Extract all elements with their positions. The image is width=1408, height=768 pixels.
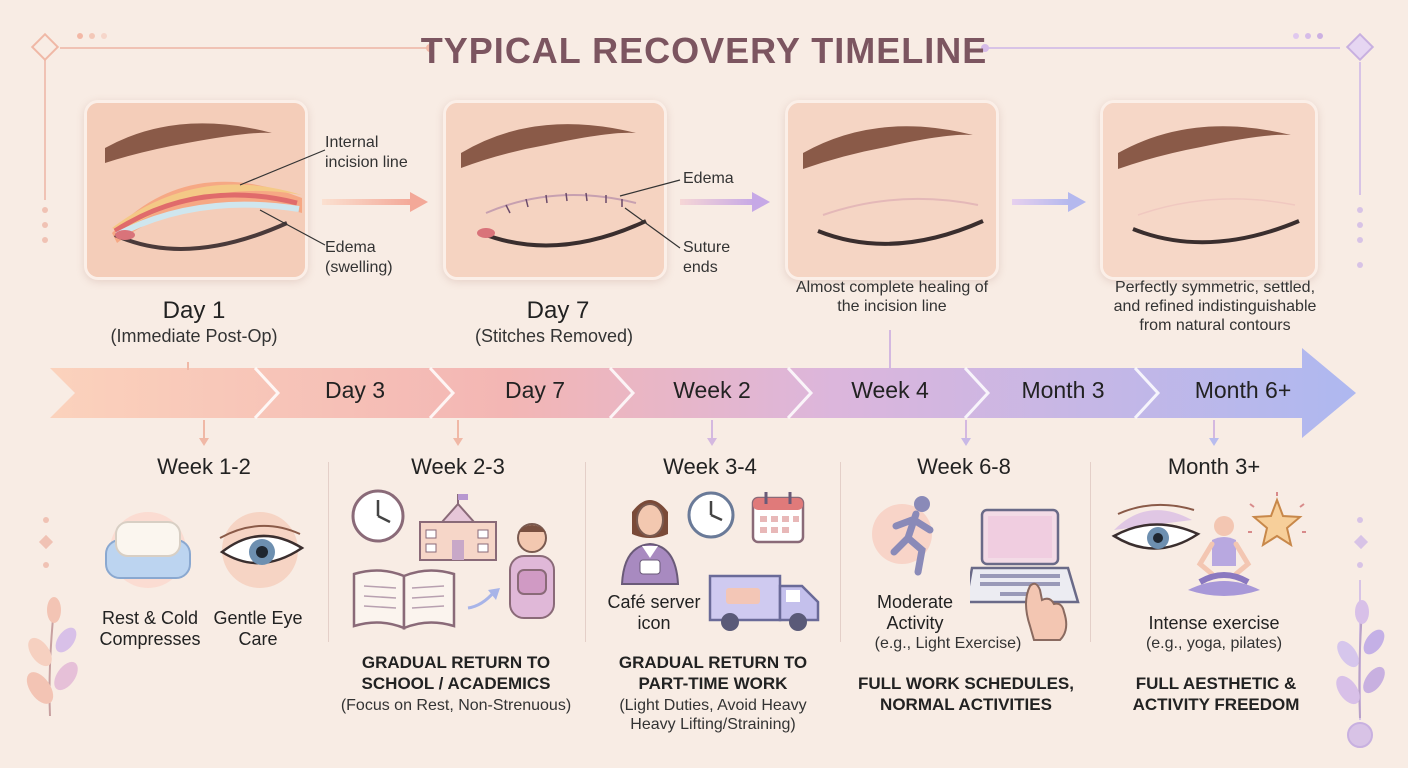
arrow-right-icon	[680, 192, 770, 212]
clock-icon	[351, 489, 405, 543]
stage-month6-caption: Perfectly symmetric, settled, and refine…	[1113, 279, 1317, 334]
eye-panel-week4	[785, 100, 999, 280]
eye-panel-day1	[84, 100, 308, 280]
timeline-label-month3: Month 3	[1021, 377, 1105, 403]
stage-week4-caption: Almost complete healing of the incision …	[795, 279, 989, 315]
annotation-lines-day1	[239, 149, 326, 246]
activity-intense-exercise-note: (e.g., yoga, pilates)	[1145, 635, 1283, 652]
timeline-band	[50, 348, 1356, 438]
column4-heading: FULL WORK SCHEDULES, NORMAL ACTIVITIES	[858, 674, 1074, 714]
leaf-icon	[26, 597, 78, 717]
timeline-label-day7: Day 7	[504, 377, 566, 403]
timeline-connectors	[187, 330, 1219, 446]
activity-intense-exercise: Intense exercise	[1148, 613, 1280, 633]
annotation-lines-day7	[619, 179, 681, 249]
arrow-right-icon	[322, 192, 428, 212]
stage-day1-title: Day 1	[162, 297, 226, 324]
activity-rest-cold-compresses: Rest & Cold Compresses	[99, 608, 201, 649]
eyelid-illustration-month6	[1103, 103, 1315, 277]
column-title-week3-4: Week 3-4	[663, 454, 757, 479]
activity-moderate-note: (e.g., Light Exercise)	[874, 635, 1022, 652]
calendar-icon	[751, 492, 805, 544]
column3-heading: GRADUAL RETURN TO PART-TIME WORK	[618, 653, 808, 693]
leaf-icon	[1336, 600, 1385, 719]
activity-moderate: Moderate Activity	[876, 592, 954, 633]
eye-panel-month6	[1100, 100, 1318, 280]
clock-icon	[687, 491, 735, 539]
timeline-label-week4: Week 4	[851, 377, 929, 403]
column-divider	[1090, 462, 1091, 642]
school-icon	[419, 494, 497, 561]
laptop-icon	[970, 508, 1080, 641]
activity-gentle-eye-care: Gentle Eye Care	[213, 608, 303, 649]
eyelid-illustration-day7	[446, 103, 664, 277]
eyelid-illustration-week4	[788, 103, 996, 277]
column2-heading: GRADUAL RETURN TO SCHOOL / ACADEMICS	[361, 653, 551, 693]
eyelid-illustration-day1	[87, 103, 305, 277]
timeline-label-day3: Day 3	[324, 377, 386, 403]
eye-makeup-icon	[1111, 503, 1201, 550]
column2-note: (Focus on Rest, Non-Strenuous)	[340, 697, 572, 714]
server-icon	[620, 500, 680, 585]
stage-day7-title: Day 7	[526, 297, 590, 324]
column-title-month3: Month 3+	[1167, 454, 1261, 479]
stage-day1-subtitle: (Immediate Post-Op)	[110, 326, 278, 346]
stage-day7-subtitle: (Stitches Removed)	[474, 326, 634, 346]
pillow-icon	[105, 512, 191, 588]
column-title-week1-2: Week 1-2	[157, 454, 251, 479]
star-icon	[1248, 492, 1306, 548]
column-title-week6-8: Week 6-8	[917, 454, 1011, 479]
column-divider	[840, 462, 841, 642]
annotation-edema-day7: Edema	[683, 170, 734, 187]
timeline-label-month6: Month 6+	[1194, 377, 1292, 403]
annotation-incision-line: Internal incision line	[325, 134, 408, 171]
activity-cafe-server: Café server icon	[607, 592, 701, 633]
yoga-icon	[1188, 516, 1260, 596]
runner-icon	[872, 496, 934, 576]
eye-panel-day7	[443, 100, 667, 280]
student-icon	[509, 523, 555, 619]
page-title: TYPICAL RECOVERY TIMELINE	[420, 30, 988, 71]
column3-note: (Light Duties, Avoid Heavy Heavy Lifting…	[619, 697, 807, 733]
column-divider	[328, 462, 329, 642]
van-icon	[708, 574, 820, 631]
arrow-right-icon	[1012, 192, 1086, 212]
curved-arrow-icon	[467, 588, 500, 610]
book-icon	[352, 569, 456, 630]
eye-icon	[219, 512, 305, 588]
timeline-label-week2: Week 2	[673, 377, 751, 403]
column-title-week2-3: Week 2-3	[411, 454, 505, 479]
annotation-edema-day1: Edema (swelling)	[325, 239, 393, 276]
annotation-suture-ends: Suture ends	[683, 239, 731, 276]
column-divider	[585, 462, 586, 642]
column5-heading: FULL AESTHETIC & ACTIVITY FREEDOM	[1132, 674, 1300, 714]
